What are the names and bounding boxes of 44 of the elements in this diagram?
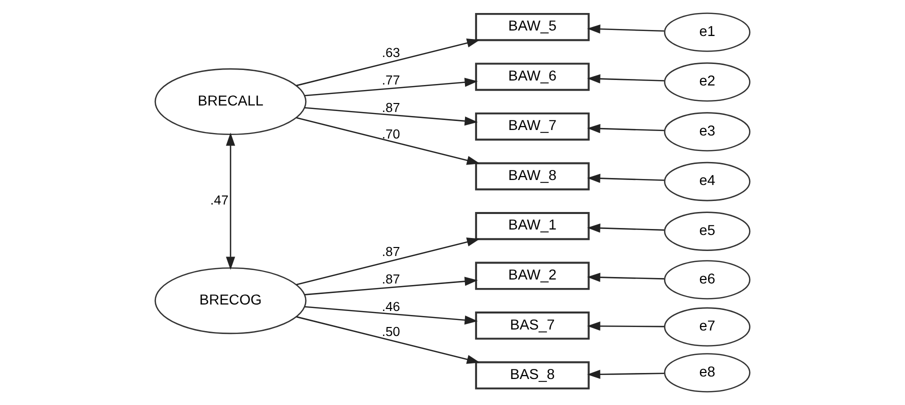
node-box: BAS_8: [475, 361, 590, 390]
edge-label: .46: [382, 299, 400, 314]
node-ellipse: BRECALL: [154, 68, 306, 136]
node-box: BAW_8: [475, 162, 590, 190]
edge-label: .87: [382, 272, 400, 287]
node-ellipse: e2: [664, 62, 750, 102]
arrow: [587, 124, 664, 134]
node-box: BAW_1: [475, 212, 590, 240]
arrow: [226, 132, 236, 270]
arrow: [587, 174, 664, 183]
node-box: BAW_6: [475, 62, 590, 91]
node-box: BAW_2: [475, 262, 590, 290]
arrow: [304, 306, 478, 325]
edge-label: .87: [382, 100, 400, 116]
node-ellipse: e6: [664, 260, 750, 300]
arrow: [587, 24, 664, 34]
node-ellipse: e4: [664, 162, 750, 202]
edge-label: .63: [382, 45, 400, 60]
arrow: [296, 38, 480, 86]
node-box: BAW_5: [475, 12, 590, 42]
arrow: [296, 117, 480, 165]
node-ellipse: BRECOG: [154, 267, 306, 334]
arrow: [304, 78, 478, 96]
edge-label: .77: [382, 72, 400, 88]
node-ellipse: e7: [664, 307, 750, 347]
arrow: [304, 276, 478, 296]
arrow: [587, 322, 664, 331]
arrow: [587, 272, 664, 282]
edge-label: .70: [382, 126, 400, 142]
node-ellipse: e1: [664, 12, 750, 52]
node-box: BAW_7: [475, 112, 590, 141]
arrow: [587, 370, 664, 379]
arrow: [296, 316, 480, 364]
node-box: BAS_7: [475, 312, 590, 340]
arrow: [304, 107, 478, 126]
edge-label: .87: [382, 244, 400, 260]
arrow: [296, 238, 480, 286]
arrow: [587, 224, 664, 233]
node-ellipse: e5: [664, 212, 750, 251]
edge-label: .47: [210, 192, 228, 208]
arrow: [587, 74, 664, 84]
node-ellipse: e3: [664, 112, 750, 152]
node-ellipse: e8: [664, 353, 750, 392]
edge-label: .50: [382, 324, 400, 340]
